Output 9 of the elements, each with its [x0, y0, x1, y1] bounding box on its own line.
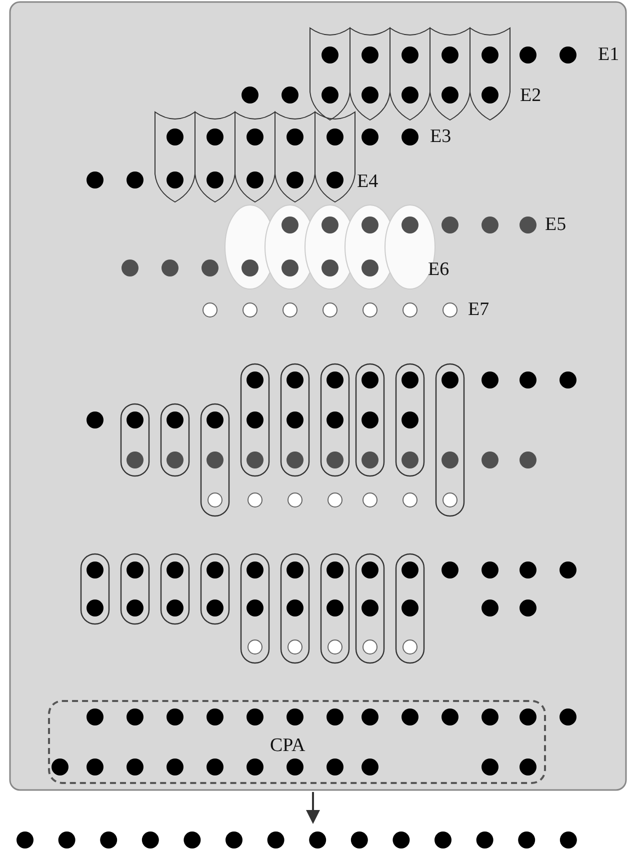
row-label: E4: [357, 172, 378, 192]
row-label: E2: [520, 86, 542, 106]
row-label: E7: [468, 300, 490, 320]
dashed-region: [48, 700, 546, 784]
row-label: E5: [545, 215, 566, 235]
row-label: E3: [430, 127, 452, 147]
row-label: E1: [598, 45, 620, 65]
row-label: E6: [428, 260, 450, 280]
region-label: CPA: [270, 736, 306, 756]
